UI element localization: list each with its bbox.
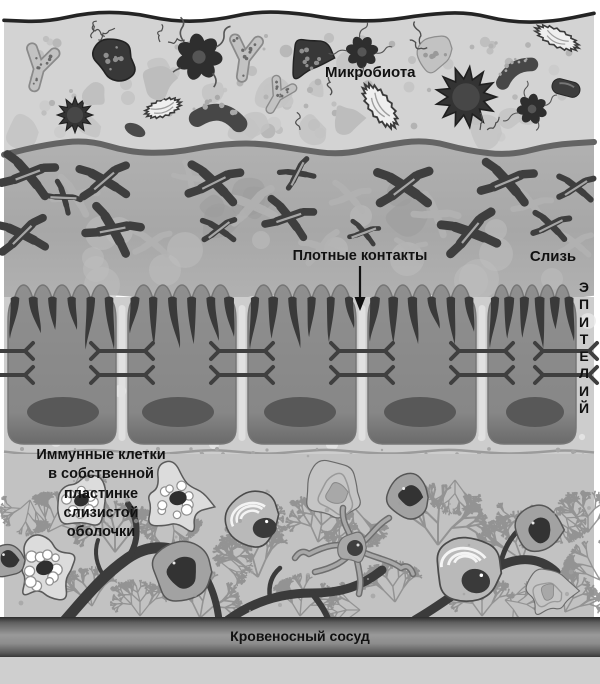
svg-text:Кровеносный сосуд: Кровеносный сосуд <box>230 628 370 644</box>
svg-text:пластинке: пластинке <box>64 486 138 502</box>
svg-text:Е: Е <box>579 348 588 364</box>
svg-text:в собственной: в собственной <box>48 466 154 482</box>
svg-text:Й: Й <box>579 399 589 416</box>
svg-text:И: И <box>579 383 589 399</box>
svg-text:И: И <box>579 314 589 330</box>
svg-text:Э: Э <box>579 279 589 295</box>
svg-text:слизистой: слизистой <box>63 505 138 521</box>
svg-text:Иммунные клетки: Иммунные клетки <box>36 447 165 463</box>
svg-text:Слизь: Слизь <box>530 248 576 265</box>
svg-text:Т: Т <box>580 331 589 347</box>
svg-text:Л: Л <box>579 365 589 381</box>
svg-text:оболочки: оболочки <box>67 524 135 540</box>
svg-text:Плотные контакты: Плотные контакты <box>293 248 428 264</box>
svg-text:Микробиота: Микробиота <box>325 64 416 81</box>
svg-text:П: П <box>579 296 589 312</box>
